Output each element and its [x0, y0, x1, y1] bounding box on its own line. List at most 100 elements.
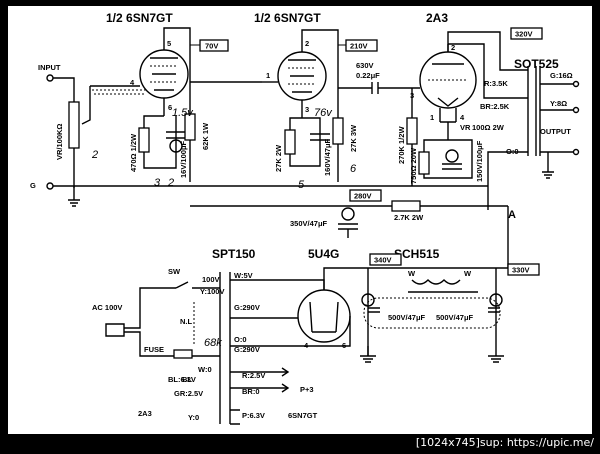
pt-top-marks: 100V	[202, 275, 220, 284]
arrows-heater	[281, 367, 290, 393]
wire-b210	[301, 29, 339, 182]
wire-b340	[367, 267, 508, 356]
pt-tap-bl: BL:6.3V	[168, 375, 196, 384]
label-vr: VR/100KΩ	[55, 124, 64, 160]
input-label: INPUT	[38, 63, 61, 72]
wire-ot-secondary	[540, 83, 574, 153]
wire-rect-out	[323, 267, 368, 290]
handwritten-1-5v: 1.5v	[172, 107, 194, 119]
label-r6: 750Ω 20W	[409, 147, 418, 184]
ot-tap-br: BR:2.5K	[480, 102, 510, 111]
output-label: OUTPUT	[540, 127, 571, 136]
ground-c5	[360, 346, 376, 363]
rectifier-title: 5U4G	[308, 247, 339, 261]
switch-label: SW	[168, 267, 181, 276]
tube-title-v2: 1/2 6SN7GT	[254, 11, 321, 25]
power-switch	[175, 281, 208, 289]
output-terminal-16	[572, 80, 580, 88]
tube-v1-grid	[150, 65, 178, 83]
tube-title-v1: 1/2 6SN7GT	[106, 11, 173, 25]
handwritten-2-v1: 2	[167, 177, 174, 189]
wire-v2-cathode	[289, 117, 321, 167]
label-r5: 270K 1/2W	[397, 126, 406, 164]
voltage-box-340v	[369, 253, 402, 266]
wire-v3-filament	[440, 121, 456, 140]
choke-winding	[411, 279, 461, 285]
output-transformer-core	[527, 66, 541, 156]
pt-tap-g290b: G:290V	[234, 345, 260, 354]
voltage-210v: 210V	[350, 42, 368, 51]
tube-rectifier-elements	[309, 301, 339, 333]
wire-b320	[447, 31, 528, 71]
label-c3: 150V/100μF	[475, 140, 484, 182]
ot-tap-y8: Y:8Ω	[550, 99, 567, 108]
power-transformer-title: SPT150	[212, 247, 256, 261]
voltage-box-330v	[507, 263, 540, 276]
pin-v1-4: 4	[130, 78, 135, 87]
wire-pt-primary	[208, 287, 220, 357]
pin-v3-1: 1	[430, 113, 434, 122]
label-coupling-voltage: 630V	[356, 61, 374, 70]
label-coupling-cap: 0.22μF	[356, 71, 380, 80]
cap-c3-polarity	[445, 149, 459, 163]
choke-title: SCH515	[394, 247, 440, 261]
pt-tap-y0: Y:0	[188, 413, 199, 422]
pt-arrow-label: P+3	[300, 385, 314, 394]
tube-title-v3: 2A3	[426, 11, 448, 25]
pt-tap-br0: BR:0	[242, 387, 260, 396]
fuse	[173, 349, 193, 359]
volume-wiper	[81, 86, 91, 125]
cap-c4	[338, 223, 358, 238]
pt-tap-w5: W:5V	[234, 271, 253, 280]
voltage-box-280v	[349, 189, 382, 202]
pin-v1-5: 5	[167, 39, 171, 48]
filter-cap-can	[363, 297, 501, 329]
resistor-27k-3w	[332, 117, 344, 145]
label-c6: 500V/47μF	[436, 313, 474, 322]
wire-ac	[124, 287, 208, 357]
voltage-330v: 330V	[512, 266, 530, 275]
wire-v1-cathode	[143, 115, 177, 169]
handwritten-5: 5	[298, 179, 305, 191]
tube-v1-elements	[150, 57, 178, 91]
tube-v3-leads	[408, 44, 457, 122]
fuse-label: FUSE	[144, 345, 164, 354]
ac-label: AC 100V	[92, 303, 122, 312]
wire-v3-plate	[447, 43, 528, 99]
pin-rect-6: 6	[342, 341, 346, 350]
wire-input	[53, 77, 75, 188]
power-transformer-core	[219, 272, 231, 424]
label-c1: 16V/100μF	[179, 140, 188, 178]
label-nl: N.L	[180, 317, 193, 326]
resistor-62k	[184, 113, 196, 141]
label-c4: 350V/47μF	[290, 219, 328, 228]
filter-caps	[368, 307, 500, 313]
label-r1: 470Ω 1/2W	[129, 133, 138, 172]
cap-c3	[442, 163, 462, 170]
label-r8: 2.7K 2W	[394, 213, 424, 222]
voltage-340v: 340V	[374, 256, 392, 265]
coupling-capacitor	[371, 82, 379, 94]
input-terminal	[46, 74, 54, 82]
pin-rect-4: 4	[304, 341, 309, 350]
handwritten-76v: 76v	[314, 107, 333, 119]
pt-tap-g290: G:290V	[234, 303, 260, 312]
cap-c1	[166, 131, 186, 139]
label-c2: 160V/47μF	[323, 138, 332, 176]
resistor-2-7k	[391, 200, 421, 212]
voltage-box-320v	[510, 27, 543, 40]
label-r2: 62K 1W	[201, 122, 210, 150]
wire-rect-filament	[230, 279, 325, 290]
input-shield	[92, 89, 146, 95]
pt-tap-p63: P:6.3V	[242, 411, 265, 420]
ground-c6	[488, 268, 504, 363]
label-r7: 100Ω 2W	[472, 123, 505, 132]
output-terminal-0	[572, 148, 580, 156]
label-r3: 27K 2W	[274, 144, 283, 172]
voltage-320v: 320V	[515, 30, 533, 39]
tube-v2-grid	[288, 67, 316, 85]
voltage-280v: 280V	[354, 192, 372, 201]
pt-tap-y: Y:100V	[200, 287, 224, 296]
handwritten-3: 3	[154, 177, 161, 189]
label-vr2: VR	[460, 123, 471, 132]
